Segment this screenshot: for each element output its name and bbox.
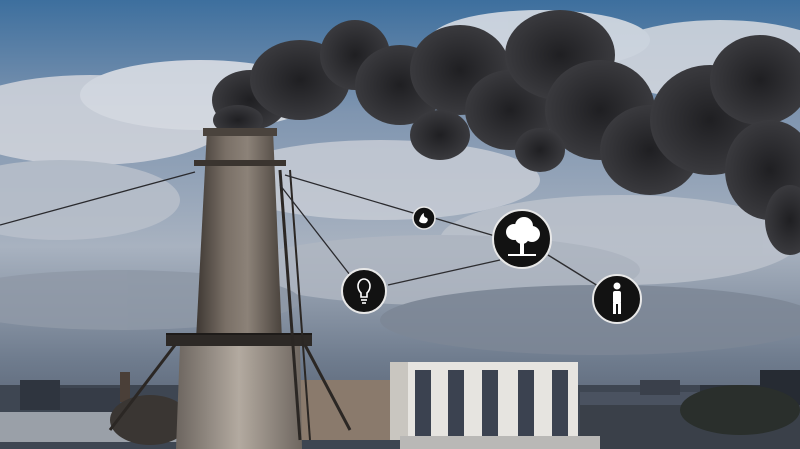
tree-icon	[492, 209, 552, 269]
person-icon	[592, 274, 642, 324]
smoke-plume	[212, 10, 800, 255]
apartment-building	[390, 362, 600, 449]
guy-wires	[0, 171, 421, 276]
fire-icon	[412, 206, 436, 230]
network-lines	[387, 217, 599, 287]
smokestack	[108, 128, 352, 449]
lightbulb-icon	[341, 268, 387, 314]
